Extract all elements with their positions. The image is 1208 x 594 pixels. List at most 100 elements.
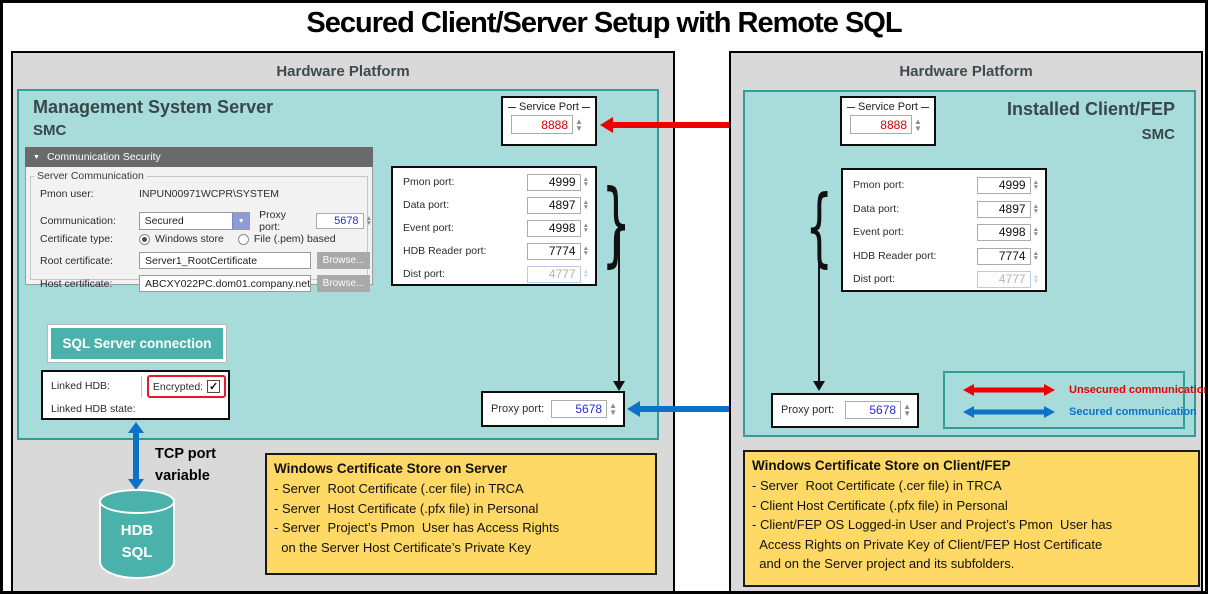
ports-to-proxy-connector: [618, 225, 620, 383]
server-cert-store-title: Windows Certificate Store on Server: [274, 461, 508, 476]
hdb-reader-port-input[interactable]: 7774: [526, 242, 581, 260]
db-label-hdb: HDB: [120, 522, 154, 539]
page-title: Secured Client/Server Setup with Remote …: [306, 7, 902, 39]
note-line: Access Rights on Private Key of Client/F…: [752, 536, 1103, 552]
dist-port-input: 4777: [976, 270, 1031, 288]
certificate-type-label: Certificate type:: [40, 233, 113, 245]
left-proxy-port-label: Proxy port:: [491, 403, 545, 415]
communication-label: Communication:: [40, 215, 116, 227]
note-line: - Server Root Certificate (.cer file) in…: [274, 481, 524, 496]
hdb-sql-database: HDB SQL: [99, 489, 175, 579]
tcp-port-note: TCP port variable: [155, 446, 216, 484]
arrow-down-icon: [813, 381, 825, 391]
left-service-port-box: Service Port 8888 ▲▼: [501, 96, 597, 146]
event-port-label: Event port:: [403, 222, 454, 234]
linked-hdb-box: Linked HDB: Encrypted: ✓ Linked HDB stat…: [41, 370, 230, 420]
linked-hdb-state-label: Linked HDB state:: [51, 403, 136, 415]
event-port-input[interactable]: 4998: [976, 223, 1031, 241]
spinner-icon[interactable]: ▲▼: [582, 198, 589, 211]
spinner-icon[interactable]: ▲▼: [582, 175, 589, 188]
check-icon: ✓: [208, 381, 219, 393]
note-line: - Client Host Certificate (.pfx file) in…: [752, 497, 1008, 513]
event-port-input[interactable]: 4998: [526, 219, 581, 237]
proxy-port-input[interactable]: 5678: [315, 213, 364, 229]
host-certificate-label: Host certificate:: [40, 277, 113, 290]
data-port-label: Data port:: [853, 203, 900, 215]
note-line: - Server Project’s Pmon User has Access …: [274, 520, 560, 535]
left-server-subtitle: SMC: [33, 122, 67, 139]
secured-arrow-icon: [963, 405, 1055, 419]
server-communication-label: Server Communication: [34, 170, 147, 182]
tcp-port-arrow: [128, 422, 144, 490]
communication-security-title: Communication Security: [46, 151, 161, 163]
ports-to-proxy-connector: [818, 235, 820, 383]
server-cert-store-note: Windows Certificate Store on Server - Se…: [265, 453, 657, 575]
pmon-port-input[interactable]: 4999: [526, 173, 581, 191]
right-service-port-input[interactable]: 8888: [850, 115, 912, 134]
right-proxy-port-input[interactable]: 5678: [845, 401, 902, 419]
client-cert-store-note: Windows Certificate Store on Client/FEP …: [743, 450, 1200, 587]
communication-security-header[interactable]: ▼ Communication Security: [25, 147, 373, 167]
left-proxy-port-input[interactable]: 5678: [551, 400, 608, 418]
proxy-port-label: Proxy port:: [259, 209, 286, 233]
communication-security-panel: ▼ Communication Security Server Communic…: [25, 147, 373, 292]
hdb-reader-port-label: HDB Reader port:: [403, 245, 487, 257]
root-certificate-input[interactable]: Server1_RootCertificate: [139, 252, 311, 269]
pmon-user-label: Pmon user:: [40, 188, 94, 200]
pmon-user-value: INPUN00971WCPR\SYSTEM: [139, 188, 280, 200]
root-certificate-label: Root certificate:: [40, 254, 113, 267]
host-certificate-input[interactable]: ABCXY022PC.dom01.company.net: [139, 275, 311, 292]
note-line: - Client/FEP OS Logged-in User and Proje…: [752, 517, 1113, 532]
data-port-input[interactable]: 4897: [526, 196, 581, 214]
file-pem-radio[interactable]: [237, 233, 249, 245]
spinner-icon[interactable]: ▲▼: [914, 116, 922, 133]
windows-store-label: Windows store: [155, 233, 224, 245]
sql-server-connection-button[interactable]: SQL Server connection: [48, 325, 226, 362]
collapse-icon: ▼: [33, 153, 40, 161]
left-service-port-input[interactable]: 8888: [511, 115, 573, 134]
spinner-icon[interactable]: ▲▼: [1032, 178, 1039, 191]
spinner-icon[interactable]: ▲▼: [582, 244, 589, 257]
note-line: - Server Root Certificate (.cer file) in…: [752, 478, 1002, 493]
right-service-port-label: Service Port: [858, 101, 918, 113]
dist-port-label: Dist port:: [403, 268, 446, 280]
event-port-label: Event port:: [853, 226, 904, 238]
db-label-sql: SQL: [121, 544, 153, 561]
data-port-input[interactable]: 4897: [976, 200, 1031, 218]
chevron-down-icon[interactable]: ▼: [232, 213, 250, 229]
communication-select[interactable]: Secured ▼: [138, 212, 251, 230]
port-group-brace: {: [806, 184, 833, 270]
spinner-icon[interactable]: ▲▼: [1032, 225, 1039, 238]
hdb-reader-port-input[interactable]: 7774: [976, 247, 1031, 265]
spinner-icon[interactable]: ▲▼: [575, 116, 583, 133]
divider: [141, 376, 142, 397]
encrypted-label: Encrypted:: [152, 380, 204, 393]
note-line: - Server Host Certificate (.pfx file) in…: [274, 500, 539, 516]
encrypted-checkbox[interactable]: ✓: [207, 380, 221, 393]
right-platform-label: Hardware Platform: [899, 63, 1033, 80]
communication-value: Secured: [144, 215, 184, 227]
port-group-brace: }: [602, 178, 631, 270]
right-ports-box: Pmon port: 4999 ▲▼ Data port: 4897 ▲▼ Ev…: [841, 168, 1047, 292]
file-pem-label: File (.pem) based: [253, 233, 336, 245]
spinner-icon: ▲▼: [1032, 272, 1039, 285]
spinner-icon[interactable]: ▲▼: [365, 214, 372, 227]
spinner-icon[interactable]: ▲▼: [1032, 249, 1039, 262]
pmon-port-input[interactable]: 4999: [976, 176, 1031, 194]
spinner-icon[interactable]: ▲▼: [582, 221, 589, 234]
root-browse-button[interactable]: Browse...: [317, 252, 370, 269]
client-cert-store-title: Windows Certificate Store on Client/FEP: [752, 458, 1011, 473]
spinner-icon[interactable]: ▲▼: [609, 401, 617, 417]
unsecured-arrow-icon: [963, 383, 1055, 397]
linked-hdb-label: Linked HDB:: [51, 380, 110, 392]
pmon-port-label: Pmon port:: [853, 179, 905, 191]
windows-store-radio[interactable]: [139, 233, 150, 245]
left-ports-box: Pmon port: 4999 ▲▼ Data port: 4897 ▲▼ Ev…: [391, 166, 597, 286]
data-port-label: Data port:: [403, 199, 450, 211]
host-browse-button[interactable]: Browse...: [317, 275, 370, 292]
legend-unsecured-label: Unsecured communication: [1069, 384, 1208, 396]
spinner-icon[interactable]: ▲▼: [1032, 202, 1039, 215]
dist-port-input: 4777: [526, 265, 581, 283]
spinner-icon[interactable]: ▲▼: [903, 402, 911, 418]
